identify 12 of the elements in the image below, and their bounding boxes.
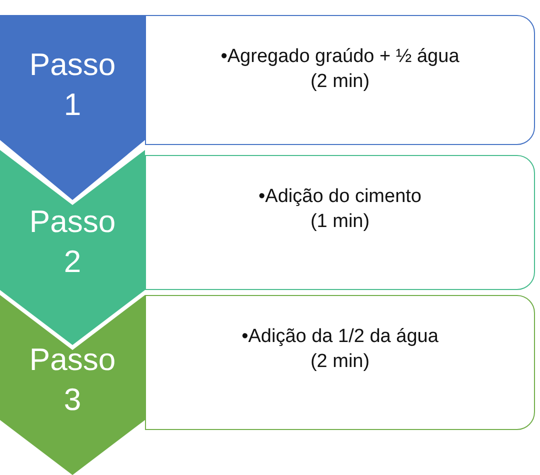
step-duration: (1 min) — [309, 211, 371, 233]
step-duration: (2 min) — [309, 351, 371, 373]
step-description: •Adição do cimento — [258, 186, 422, 208]
step-label: Passo 3 — [28, 341, 117, 419]
step-label: Passo 1 — [28, 46, 117, 124]
step-label: Passo 2 — [28, 203, 117, 281]
step-duration: (2 min) — [309, 71, 371, 93]
step-box — [145, 155, 535, 290]
step-description: •Agregado graúdo + ½ água — [220, 46, 460, 68]
step-description: •Adição da 1/2 da água — [240, 326, 440, 348]
step-box — [145, 295, 535, 430]
step-box — [145, 15, 535, 145]
